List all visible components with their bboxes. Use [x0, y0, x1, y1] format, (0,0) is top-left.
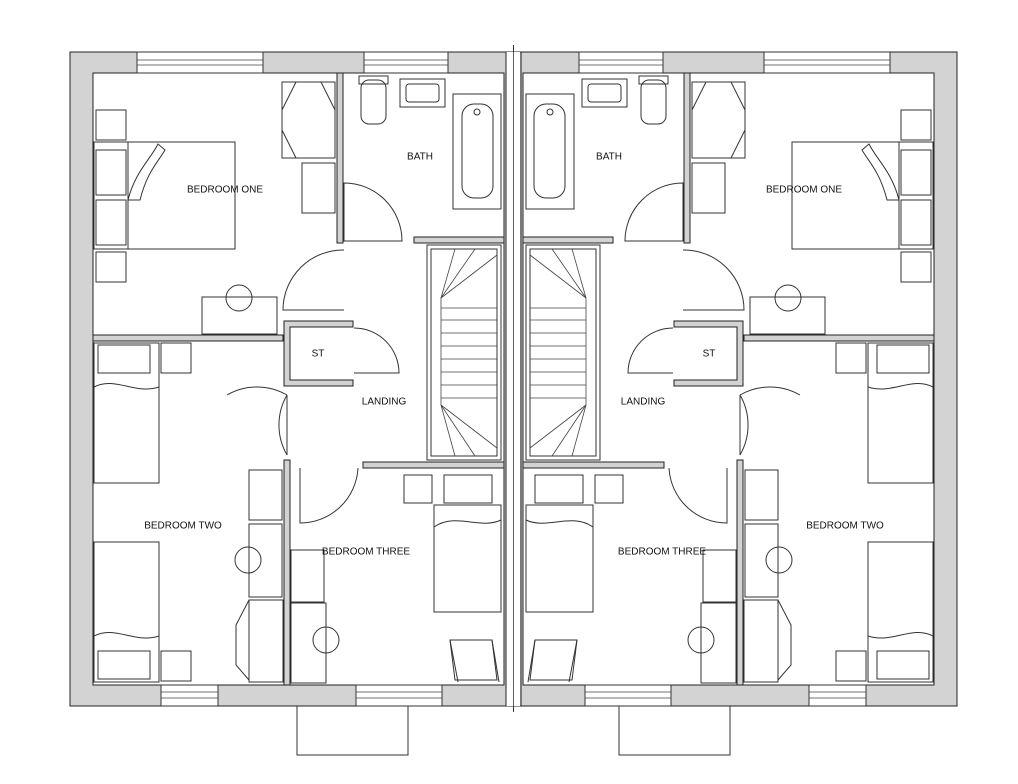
- label-landing-right: LANDING: [621, 397, 666, 408]
- label-bedroom-three-left: BEDROOM THREE: [322, 547, 410, 558]
- label-bedroom-one-left: BEDROOM ONE: [187, 185, 263, 196]
- label-bath-left: BATH: [407, 152, 433, 163]
- left-flat: [69, 51, 514, 756]
- label-bedroom-one-right: BEDROOM ONE: [766, 185, 842, 196]
- label-bedroom-three-right: BEDROOM THREE: [618, 547, 706, 558]
- label-bedroom-two-left: BEDROOM TWO: [144, 521, 222, 532]
- label-landing-left: LANDING: [362, 397, 407, 408]
- label-st-right: ST: [703, 349, 716, 360]
- label-bedroom-two-right: BEDROOM TWO: [806, 521, 884, 532]
- label-st-left: ST: [312, 349, 325, 360]
- label-bath-right: BATH: [596, 152, 622, 163]
- right-flat: [513, 51, 958, 756]
